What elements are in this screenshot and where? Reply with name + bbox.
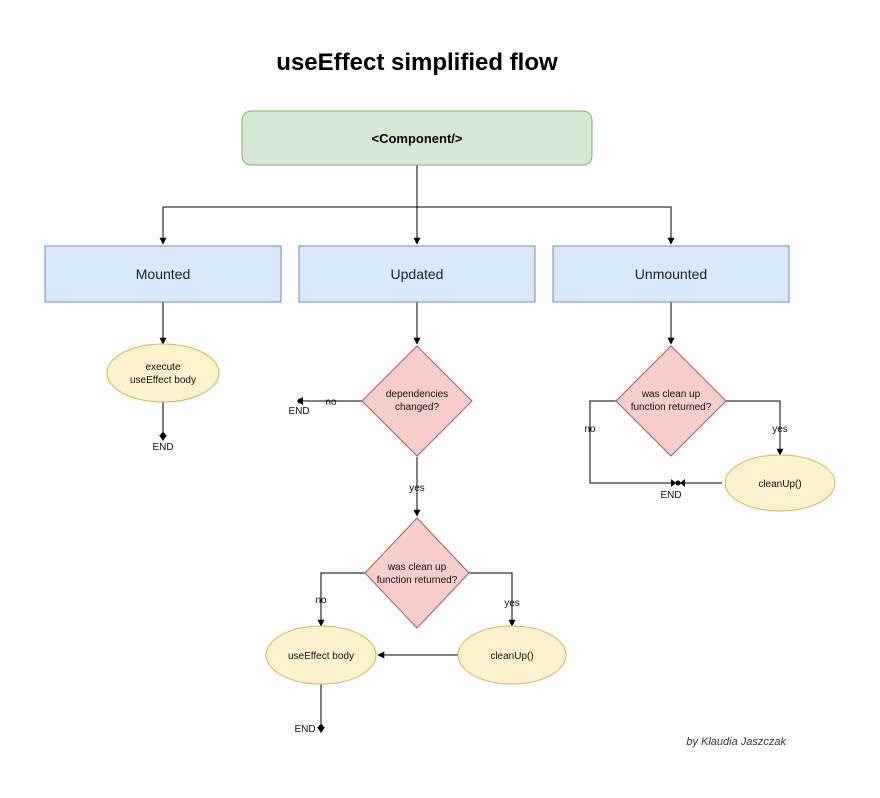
label-no-unmounted: no xyxy=(584,424,596,435)
label-end-body: END xyxy=(294,724,315,735)
end-arrow-deps xyxy=(297,397,303,405)
updated-cleanup-decision xyxy=(364,517,470,629)
author-credit: by Klaudia Jaszczak xyxy=(686,736,786,748)
deps-changed-decision xyxy=(361,345,473,457)
updated-cleanup-label-line1: was clean up xyxy=(387,562,447,573)
edge-component-to-mounted xyxy=(159,206,417,245)
end-arrow-unmounted-left xyxy=(671,479,676,487)
execute-body-node xyxy=(106,343,220,403)
label-end-mounted: END xyxy=(152,442,173,453)
updated-cleanup-action-label: cleanUp() xyxy=(490,651,533,662)
mounted-node xyxy=(44,245,282,303)
execute-body-label-line1: execute xyxy=(145,362,180,373)
end-terminals xyxy=(159,397,685,733)
end-dot-unmounted xyxy=(675,480,681,486)
edge-unmounted-q-yes-to-cleanup xyxy=(726,400,784,456)
unmounted-cleanup-node xyxy=(724,454,836,512)
mounted-label: Mounted xyxy=(136,266,190,282)
end-arrow-body xyxy=(317,727,325,733)
unmounted-node xyxy=(552,245,790,303)
deps-changed-label-line2: changed? xyxy=(395,402,439,413)
updated-label: Updated xyxy=(391,266,444,282)
edges xyxy=(159,165,784,730)
edge-cleanup-q-no-to-body xyxy=(317,572,365,627)
updated-cleanup-label-line2: function returned? xyxy=(377,575,458,586)
end-arrow-mounted xyxy=(159,435,167,441)
label-yes-deps: yes xyxy=(409,483,425,494)
edge-cleanup-q-yes-to-cleanup xyxy=(468,572,516,627)
updated-node xyxy=(298,245,536,303)
label-end-unmounted: END xyxy=(660,490,681,501)
unmounted-label: Unmounted xyxy=(635,266,707,282)
deps-changed-label-line1: dependencies xyxy=(386,389,448,400)
edge-component-to-unmounted xyxy=(417,206,675,245)
label-yes-unmounted: yes xyxy=(772,424,788,435)
component-node xyxy=(241,110,593,166)
label-yes-updated-cleanup: yes xyxy=(504,598,520,609)
edge-unmounted-q-no-to-end xyxy=(589,400,675,484)
component-label: <Component/> xyxy=(371,131,462,146)
label-end-deps: END xyxy=(288,406,309,417)
unmounted-cleanup-label-line1: was clean up xyxy=(641,389,701,400)
unmounted-cleanup-decision xyxy=(615,345,727,457)
label-no-updated-cleanup: no xyxy=(315,595,327,606)
unmounted-cleanup-action-label: cleanUp() xyxy=(758,479,801,490)
end-arrow-unmounted-right xyxy=(680,479,685,487)
unmounted-cleanup-label-line2: function returned? xyxy=(631,402,712,413)
diagram-title: useEffect simplified flow xyxy=(276,49,558,76)
updated-cleanup-node xyxy=(457,625,567,685)
effect-body-label: useEffect body xyxy=(288,651,354,662)
label-no-deps: no xyxy=(325,397,337,408)
effect-body-node xyxy=(265,625,377,685)
execute-body-label-line2: useEffect body xyxy=(130,375,196,386)
